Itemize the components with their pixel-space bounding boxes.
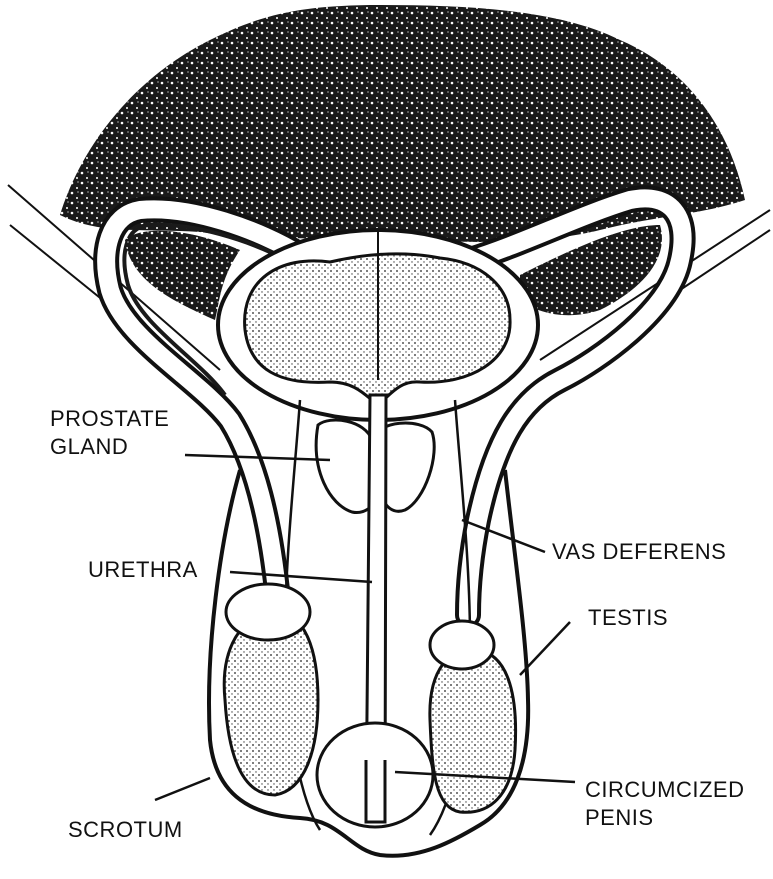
penis-label-line-2: PENIS	[585, 804, 745, 832]
scrotum-label: SCROTUM	[68, 816, 183, 844]
scrotum-leader	[155, 778, 210, 800]
right-epididymis	[430, 621, 494, 669]
left-epididymis	[226, 584, 310, 640]
prostate-gland-label: PROSTATE GLAND	[50, 405, 169, 461]
penis-label-line-1: CIRCUMCIZED	[585, 776, 745, 804]
testis-label: TESTIS	[588, 604, 668, 632]
urethra-label: URETHRA	[88, 556, 198, 584]
right-testis	[430, 649, 516, 812]
prostate-label-line-2: GLAND	[50, 433, 169, 461]
circumcized-penis-label: CIRCUMCIZED PENIS	[585, 776, 745, 832]
testis-leader	[520, 622, 570, 675]
prostate-label-line-1: PROSTATE	[50, 405, 169, 433]
vas-deferens-label: VAS DEFERENS	[552, 538, 726, 566]
glans	[317, 723, 433, 827]
urethra-leader	[230, 572, 372, 582]
